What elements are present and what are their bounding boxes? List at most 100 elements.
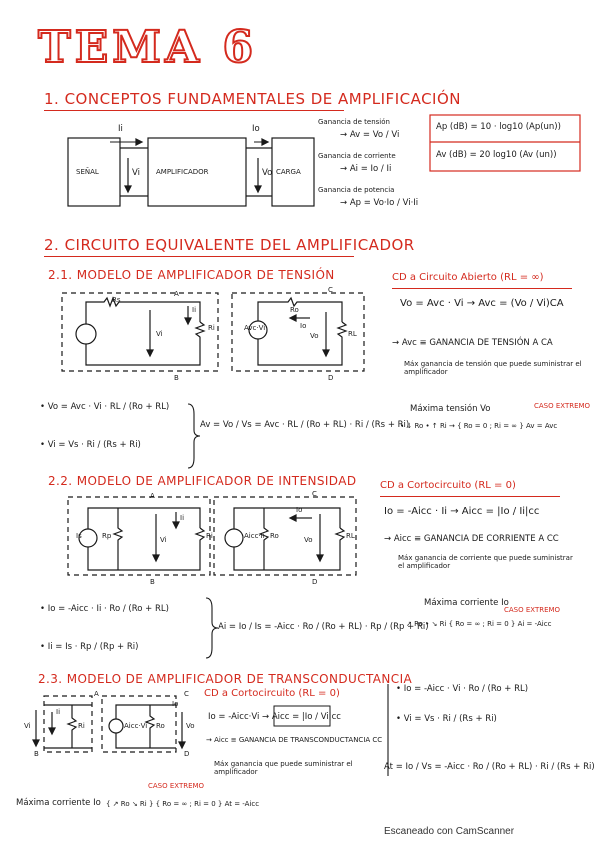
sub23-note-title: CD a Cortocircuito (RL = 0) — [204, 688, 340, 699]
sub23-eq-vi: • Vi = Vs · Ri / (Rs + Ri) — [396, 714, 497, 724]
c21-ri: Ri — [208, 324, 215, 332]
sub23-max-line: { ↗ Ro ↘ Ri } { Ro = ∞ ; Ri = 0 } At = -… — [106, 800, 260, 808]
sub21-max-case: CASO EXTREMO — [534, 402, 591, 410]
gain-voltage-name: Ganancia de tensión — [318, 118, 390, 126]
c23-vi: Vi — [24, 722, 31, 730]
c23-ri: Ri — [78, 722, 85, 730]
c22-b: B — [150, 578, 155, 586]
c23-vo: Vo — [186, 722, 195, 730]
sub22-note-desc: Máx ganancia de corriente que puede sumi… — [398, 554, 573, 570]
c22-vi: Vi — [160, 536, 167, 544]
c22-ri: Ri — [206, 532, 213, 540]
c23-a: A — [94, 690, 99, 698]
label-vo: Vo — [262, 168, 273, 178]
signal-block-label: SEÑAL — [76, 168, 99, 176]
sub23-note-def: → Aicc ≡ GANANCIA DE TRANSCONDUCTANCIA C… — [206, 736, 383, 744]
c21-rl: RL — [348, 330, 357, 338]
sub22-note-def: → Aicc ≡ GANANCIA DE CORRIENTE A CC — [384, 534, 559, 544]
c21-io: Io — [300, 322, 307, 330]
sub23-max-label: Máxima corriente Io — [16, 798, 101, 808]
c22-c: C — [312, 490, 317, 498]
c21-vo: Vo — [310, 332, 319, 340]
c23-io: Io — [172, 700, 179, 708]
sub22-max-line: ↗ Ro • ↘ Ri { Ro = ∞ ; Ri = 0 } Ai = -Ai… — [406, 620, 552, 628]
output-section-21 — [231, 292, 365, 372]
sub23-max-case: CASO EXTREMO — [148, 782, 205, 790]
amplifier-block — [147, 137, 247, 207]
page-title: TEMA 6 — [37, 21, 258, 74]
sub22-note-formula: Io = -Aicc · Ii → Aicc = |Io / Ii|cc — [384, 506, 540, 517]
c22-a: A — [150, 492, 155, 500]
sub21-max-line: • ↓ Ro • ↑ Ri → { Ro = 0 ; Ri = ∞ } Av =… — [400, 422, 558, 430]
db-voltage-formula: Av (dB) = 20 log10 (Av (un)) — [436, 150, 557, 160]
sub21-note-underline — [392, 288, 572, 289]
sub22-max-label: Máxima corriente Io — [424, 598, 509, 608]
c21-d: D — [328, 374, 334, 382]
sub22-eq-ai: Ai = Io / Is = -Aicc · Ro / (Ro + RL) · … — [218, 622, 429, 632]
c23-c: C — [184, 690, 189, 698]
gain-power-name: Ganancia de potencia — [318, 186, 395, 194]
source-vs — [75, 323, 97, 345]
c21-avc: Avc·Vi — [244, 324, 266, 332]
gain-current-formula: → Ai = Io / Ii — [340, 164, 392, 174]
sub21-note-desc: Máx ganancia de tensión que puede sumini… — [404, 360, 582, 376]
c21-ro: Ro — [290, 306, 299, 314]
section1-heading: 1. CONCEPTOS FUNDAMENTALES DE AMPLIFICAC… — [44, 90, 462, 108]
sub21-eq-vi: • Vi = Vs · Ri / (Rs + Ri) — [40, 440, 141, 450]
c22-rp: Rp — [102, 532, 112, 540]
sub22-eq-ii: • Ii = Is · Rp / (Rp + Ri) — [40, 642, 139, 652]
sub22-eq-io: • Io = -Aicc · Ii · Ro / (Ro + RL) — [40, 604, 169, 614]
c23-ro: Ro — [156, 722, 165, 730]
load-block — [271, 137, 315, 207]
c22-ro: Ro — [270, 532, 279, 540]
label-vi: Vi — [132, 168, 140, 178]
c23-aicc: Aicc·Vi — [124, 722, 148, 730]
c22-d: D — [312, 578, 318, 586]
sub21-eq-vo: • Vo = Avc · Vi · RL / (Ro + RL) — [40, 402, 170, 412]
c23-b: B — [34, 750, 39, 758]
c21-b: B — [174, 374, 179, 382]
sub22-heading: 2.2. MODELO DE AMPLIFICADOR DE INTENSIDA… — [48, 474, 357, 488]
sub23-heading: 2.3. MODELO DE AMPLIFICADOR DE TRANSCOND… — [38, 672, 413, 686]
scanner-footer: Escaneado con CamScanner — [384, 826, 515, 837]
amplifier-block-label: AMPLIFICADOR — [156, 168, 209, 176]
sub23-eq-at: At = Io / Vs = -Aicc · Ro / (Ro + RL) · … — [384, 762, 595, 772]
sub22-note-underline — [380, 496, 560, 497]
gain-voltage-formula: → Av = Vo / Vi — [340, 130, 400, 140]
sub21-note-formula: Vo = Avc · Vi → Avc = (Vo / Vi)CA — [400, 298, 564, 309]
c21-a: A — [174, 290, 179, 298]
sub21-note-def: → Avc ≡ GANANCIA DE TENSIÓN A CA — [392, 338, 553, 348]
label-ii: Ii — [118, 124, 123, 134]
sub21-eq-av: Av = Vo / Vs = Avc · RL / (Ro + RL) · Ri… — [200, 420, 410, 430]
c21-vi: Vi — [156, 330, 163, 338]
sub23-note-desc: Máx ganancia que puede suministrar el am… — [214, 760, 353, 776]
signal-block — [67, 137, 121, 207]
db-power-formula: Ap (dB) = 10 · log10 (Ap(un)) — [436, 122, 561, 132]
gain-current-name: Ganancia de corriente — [318, 152, 396, 160]
c21-ii: Ii — [192, 306, 197, 314]
load-block-label: CARGA — [276, 168, 301, 176]
sub22-max-case: CASO EXTREMO — [504, 606, 561, 614]
sub21-max-label: Máxima tensión Vo — [410, 404, 491, 414]
gain-power-formula: → Ap = Vo·Io / Vi·Ii — [340, 198, 419, 208]
c23-d: D — [184, 750, 190, 758]
sub21-note-title: CD a Circuito Abierto (RL = ∞) — [392, 272, 544, 283]
label-io: Io — [252, 124, 260, 134]
c21-c: C — [328, 286, 333, 294]
sub21-heading: 2.1. MODELO DE AMPLIFICADOR DE TENSIÓN — [48, 268, 335, 282]
section1-underline — [44, 110, 344, 111]
c23-ii: Ii — [56, 708, 61, 716]
section2-underline — [44, 256, 354, 257]
c22-rl: RL — [346, 532, 355, 540]
c22-aicc: Aicc·Ii — [244, 532, 265, 540]
sub22-note-title: CD a Cortocircuito (RL = 0) — [380, 480, 516, 491]
c22-ii: Ii — [180, 514, 185, 522]
sub23-note-formula: Io = -Aicc·Vi → Aicc = |Io / Vi|cc — [208, 712, 341, 722]
c22-io: Io — [296, 506, 303, 514]
c22-vo: Vo — [304, 536, 313, 544]
section2-heading: 2. CIRCUITO EQUIVALENTE DEL AMPLIFICADOR — [44, 236, 415, 254]
c21-rs: Rs — [112, 296, 121, 304]
sub23-eq-io: • Io = -Aicc · Vi · Ro / (Ro + RL) — [396, 684, 529, 694]
